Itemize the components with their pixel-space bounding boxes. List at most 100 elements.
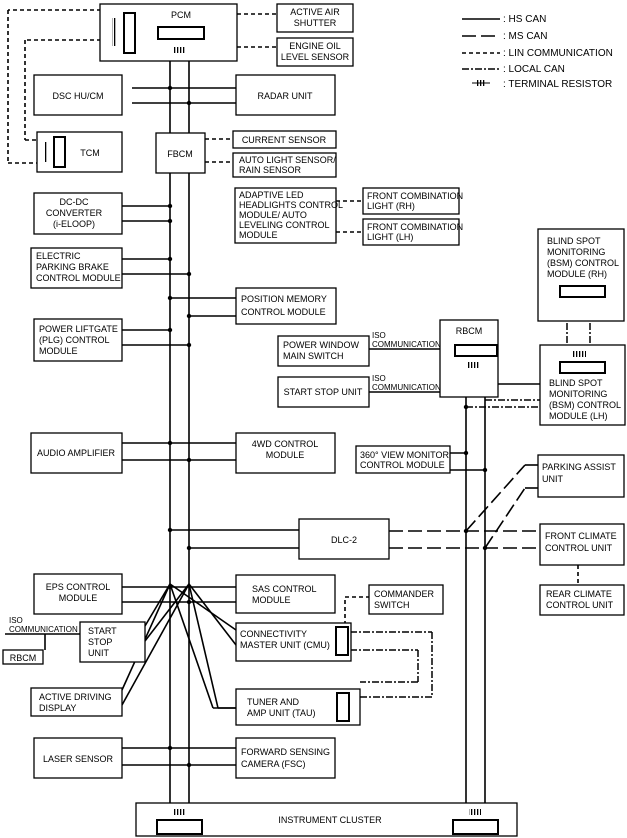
- svg-text:MODULE (RH): MODULE (RH): [547, 269, 607, 279]
- position-memory-module: POSITION MEMORY CONTROL MODULE: [235, 287, 337, 325]
- svg-text:MODULE: MODULE: [59, 593, 98, 603]
- power-window-main-switch: POWER WINDOW MAIN SWITCH: [277, 335, 370, 367]
- radar-unit: RADAR UNIT: [235, 74, 336, 116]
- svg-text:DSC HU/CM: DSC HU/CM: [53, 91, 104, 101]
- svg-text:LASER SENSOR: LASER SENSOR: [43, 754, 114, 764]
- svg-text:360° VIEW MONITOR: 360° VIEW MONITOR: [360, 450, 449, 460]
- svg-text:POWER WINDOW: POWER WINDOW: [283, 340, 359, 350]
- svg-text:FRONT CLIMATE: FRONT CLIMATE: [545, 531, 617, 541]
- dc-dc-converter: DC-DC CONVERTER (i-ELOOP): [33, 192, 123, 235]
- ms-can-lines: [389, 464, 540, 549]
- active-air-shutter: ACTIVE AIR SHUTTER: [276, 3, 354, 33]
- svg-text:ACTIVE AIR: ACTIVE AIR: [290, 7, 340, 17]
- svg-text:POSITION MEMORY: POSITION MEMORY: [241, 294, 327, 304]
- rbcm-small: RBCM: [2, 649, 44, 665]
- start-stop-unit-2: START STOP UNIT: [79, 621, 146, 663]
- svg-text:MAIN SWITCH: MAIN SWITCH: [283, 351, 344, 361]
- 4wd-control-module: 4WD CONTROL MODULE: [235, 432, 336, 474]
- svg-text:PARKING BRAKE: PARKING BRAKE: [36, 262, 109, 272]
- svg-text:MASTER UNIT (CMU): MASTER UNIT (CMU): [240, 640, 330, 650]
- svg-text:REAR CLIMATE: REAR CLIMATE: [546, 589, 612, 599]
- front-combination-light-lh: FRONT COMBINATION LIGHT (LH): [362, 218, 463, 246]
- electric-parking-brake: ELECTRIC PARKING BRAKE CONTROL MODULE: [30, 247, 123, 289]
- svg-text:COMMANDER: COMMANDER: [374, 589, 434, 599]
- svg-text:4WD CONTROL: 4WD CONTROL: [252, 439, 319, 449]
- svg-text:CONTROL UNIT: CONTROL UNIT: [546, 600, 614, 610]
- svg-text:EPS CONTROL: EPS CONTROL: [46, 582, 111, 592]
- start-stop-unit: START STOP UNIT: [277, 376, 370, 408]
- active-driving-display: ACTIVE DRIVING DISPLAY: [30, 687, 123, 717]
- svg-text:SAS CONTROL: SAS CONTROL: [252, 584, 317, 594]
- legend-hs-text: : HS CAN: [503, 14, 546, 25]
- front-climate-control: FRONT CLIMATE CONTROL UNIT: [539, 523, 625, 566]
- svg-text:ADAPTIVE LED: ADAPTIVE LED: [239, 190, 304, 200]
- tcm-module: TCM: [36, 131, 123, 173]
- hs-can-backbone: [121, 37, 547, 808]
- pcm-label: PCM: [171, 10, 191, 20]
- laser-sensor: LASER SENSOR: [33, 737, 123, 779]
- svg-text:MODULE: MODULE: [239, 230, 278, 240]
- svg-text:MONITORING: MONITORING: [549, 389, 607, 399]
- power-liftgate-module: POWER LIFTGATE (PLG) CONTROL MODULE: [33, 318, 123, 362]
- svg-text:ELECTRIC: ELECTRIC: [36, 251, 81, 261]
- svg-text:TCM: TCM: [80, 148, 100, 158]
- pcm-module: PCM: [99, 3, 238, 62]
- svg-text:UNIT: UNIT: [542, 474, 563, 484]
- svg-text:ISO: ISO: [372, 374, 386, 383]
- svg-text:RBCM: RBCM: [456, 326, 483, 336]
- svg-text:FRONT COMBINATION: FRONT COMBINATION: [367, 222, 463, 232]
- legend-lin-text: : LIN COMMUNICATION: [503, 48, 613, 59]
- 360-view-monitor: 360° VIEW MONITOR CONTROL MODULE: [355, 445, 451, 474]
- bsm-rh-module: BLIND SPOT MONITORING (BSM) CONTROL MODU…: [537, 228, 625, 322]
- svg-text:COMMUNICATION: COMMUNICATION: [372, 383, 441, 392]
- legend-res-symbol: [476, 80, 486, 86]
- svg-text:CONNECTIVITY: CONNECTIVITY: [240, 629, 307, 639]
- svg-text:MODULE: MODULE: [266, 450, 305, 460]
- tau-module: TUNER AND AMP UNIT (TAU): [235, 688, 361, 726]
- legend-ms-text: : MS CAN: [503, 31, 547, 42]
- svg-text:FRONT COMBINATION: FRONT COMBINATION: [367, 191, 463, 201]
- svg-text:(PLG) CONTROL: (PLG) CONTROL: [39, 335, 110, 345]
- svg-text:RADAR UNIT: RADAR UNIT: [257, 91, 313, 101]
- svg-text:(BSM) CONTROL: (BSM) CONTROL: [549, 400, 621, 410]
- svg-text:MODULE (LH): MODULE (LH): [549, 411, 608, 421]
- bsm-lh-module: BLIND SPOT MONITORING (BSM) CONTROL MODU…: [539, 344, 626, 426]
- svg-text:AUTO LIGHT SENSOR/: AUTO LIGHT SENSOR/: [239, 155, 336, 165]
- svg-text:CURRENT SENSOR: CURRENT SENSOR: [242, 135, 327, 145]
- svg-text:LEVEL SENSOR: LEVEL SENSOR: [281, 52, 350, 62]
- svg-text:COMMUNICATION: COMMUNICATION: [372, 340, 441, 349]
- eps-control-module: EPS CONTROL MODULE: [33, 573, 123, 615]
- adaptive-led-headlights: ADAPTIVE LED HEADLIGHTS CONTROL MODULE/ …: [234, 187, 343, 244]
- rear-climate-control: REAR CLIMATE CONTROL UNIT: [539, 584, 625, 616]
- svg-text:ENGINE OIL: ENGINE OIL: [289, 41, 341, 51]
- rbcm-module: RBCM: [439, 319, 499, 398]
- svg-text:ACTIVE DRIVING: ACTIVE DRIVING: [39, 692, 112, 702]
- svg-text:START: START: [88, 626, 117, 636]
- svg-text:DC-DC: DC-DC: [60, 197, 89, 207]
- svg-text:CONTROL UNIT: CONTROL UNIT: [545, 543, 613, 553]
- svg-text:(BSM) CONTROL: (BSM) CONTROL: [547, 258, 619, 268]
- current-sensor: CURRENT SENSOR: [232, 130, 337, 149]
- svg-text:LEVELING CONTROL: LEVELING CONTROL: [239, 220, 330, 230]
- svg-text:INSTRUMENT CLUSTER: INSTRUMENT CLUSTER: [278, 815, 382, 825]
- instrument-cluster: INSTRUMENT CLUSTER: [135, 802, 518, 837]
- svg-text:SHUTTER: SHUTTER: [294, 18, 337, 28]
- svg-text:CONVERTER: CONVERTER: [46, 208, 103, 218]
- svg-text:CONTROL MODULE: CONTROL MODULE: [36, 273, 121, 283]
- svg-text:BLIND SPOT: BLIND SPOT: [549, 378, 603, 388]
- junction-dots: [167, 85, 488, 768]
- front-combination-light-rh: FRONT COMBINATION LIGHT (RH): [362, 187, 463, 215]
- svg-text:RBCM: RBCM: [10, 653, 37, 663]
- svg-text:FORWARD SENSING: FORWARD SENSING: [241, 747, 330, 757]
- svg-text:MONITORING: MONITORING: [547, 247, 605, 257]
- svg-text:BLIND SPOT: BLIND SPOT: [547, 236, 601, 246]
- audio-amplifier: AUDIO AMPLIFIER: [30, 432, 123, 474]
- svg-text:AUDIO AMPLIFIER: AUDIO AMPLIFIER: [37, 448, 116, 458]
- svg-text:AMP UNIT (TAU): AMP UNIT (TAU): [247, 708, 316, 718]
- sas-control-module: SAS CONTROL MODULE: [235, 574, 336, 614]
- svg-text:HEADLIGHTS CONTROL: HEADLIGHTS CONTROL: [239, 200, 343, 210]
- pcm-lin-connector: [123, 12, 136, 54]
- dsc-hu-cm: DSC HU/CM: [33, 74, 123, 116]
- cmu-module: CONNECTIVITY MASTER UNIT (CMU): [235, 622, 352, 662]
- svg-text:PARKING ASSIST: PARKING ASSIST: [542, 462, 616, 472]
